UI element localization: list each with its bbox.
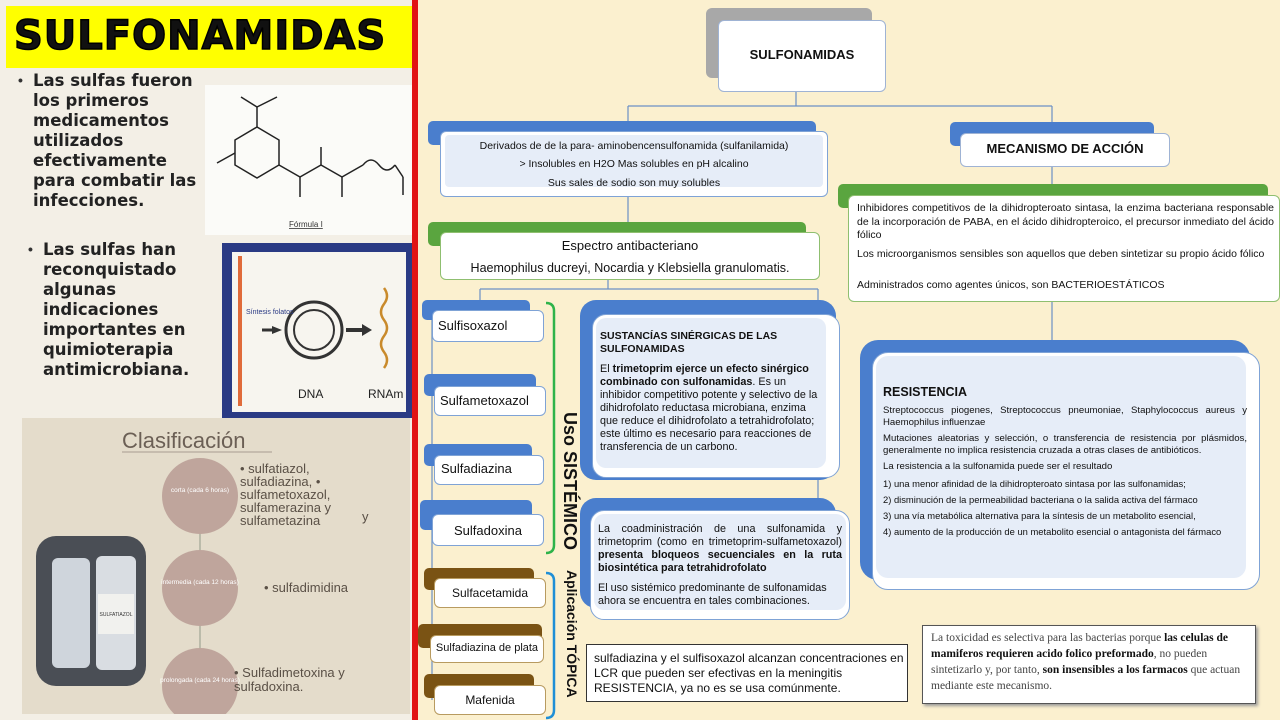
- coadmin-text-2: El uso sistémico predominante de sulfona…: [598, 582, 827, 607]
- classification-image: Clasificación corta (cada 6 horas) inter…: [22, 418, 410, 720]
- mecanismo-body-node: [848, 195, 1280, 302]
- dna-outer-ring: [284, 300, 344, 360]
- root-node: [718, 20, 886, 92]
- topical-prefix: Aplicación: [564, 570, 580, 645]
- vial-label: SULFATIAZOL: [100, 612, 133, 618]
- coadmin-inner: [594, 514, 846, 610]
- systemic-use-main: SISTÉMICO: [560, 451, 580, 551]
- topical-bracket: [545, 571, 556, 720]
- derivados-line-3: Sus sales de sodio son muy solubles: [547, 177, 721, 189]
- resistencia-mutations: Mutaciones aleatorias y selección, o tra…: [883, 433, 1247, 456]
- topical-application-label: Aplicación TÓPICA: [560, 570, 580, 720]
- bullet-dot: •: [18, 72, 23, 88]
- toxicidad-text: La toxicidad es selectiva para las bacte…: [931, 630, 1249, 694]
- sinergicas-title: SUSTANCÍAS SINÉRGICAS DE LAS SULFONAMIDA…: [600, 330, 778, 355]
- derivados-line-2: > Insolubles en H2O Mas solubles en pH a…: [519, 158, 749, 170]
- toxicidad-highlight-2: son insensibles a los farmacos: [1042, 664, 1188, 676]
- systemic-bracket: [545, 301, 556, 555]
- sinergicas-highlight: trimetoprim ejerce un efecto sinérgico c…: [600, 363, 809, 388]
- long-duration-drugs: • Sulfadimetoxina y sulfadoxina.: [234, 665, 345, 694]
- drug-label-mafenida: Mafenida: [465, 693, 515, 707]
- resistencia-item-3: 3) una vía metabólica alternativa para l…: [883, 510, 1196, 521]
- sinergicas-body: . Es un inhibidor competitivo potente y …: [600, 376, 818, 453]
- dna-diagram-image: Síntesis folatos DNA RNAm: [232, 252, 406, 412]
- arrow-icon: [272, 326, 282, 334]
- mecanismo-text-2: Los microorganismos sensibles son aquell…: [857, 248, 1265, 260]
- bullet-first-medications: Las sulfas fueron los primeros medicamen…: [33, 71, 197, 210]
- derivados-inner: [445, 135, 823, 187]
- drug-label-sulfadoxina: Sulfadoxina: [454, 523, 522, 538]
- topical-main: TÓPICA: [564, 644, 580, 698]
- resistencia-inner: [876, 356, 1246, 578]
- drug-node-sulfacetamida: [434, 578, 546, 608]
- synthesis-folate-label: Síntesis folatos: [246, 309, 294, 316]
- classification-title: Clasificación: [122, 428, 246, 453]
- bullet-reconquered-indications: Las sulfas han reconquistado algunas ind…: [43, 240, 190, 379]
- conjunction-text: y: [362, 509, 369, 524]
- resistencia-result-intro: La resistencia a la sulfonamida puede se…: [883, 461, 1113, 472]
- drug-label-sulfadiazina-plata: Sulfadiazina de plata: [435, 642, 539, 654]
- toxicidad-box: [922, 625, 1256, 704]
- toxicidad-part-5: que actuan mediante este mecanismo.: [931, 664, 1241, 692]
- rna-strand: [379, 287, 389, 369]
- resistencia-item-1: 1) una menor afinidad de la dihidroptero…: [883, 478, 1186, 489]
- mecanismo-text-1: Inhibidores competitivos de la dihidropt…: [857, 202, 1274, 241]
- sinergicas-text: El trimetoprim ejerce un efecto sinérgic…: [600, 363, 826, 454]
- long-duration-label: prolongada (cada 24 horas): [160, 677, 240, 684]
- root-node-label: SULFONAMIDAS: [749, 47, 855, 62]
- espectro-title: Espectro antibacteriano: [561, 238, 699, 253]
- title-banner: [6, 6, 412, 68]
- drug-label-sulfacetamida: Sulfacetamida: [451, 586, 529, 600]
- intermediate-duration-label: intermedia (cada 12 horas): [161, 579, 239, 586]
- dna-inner-ring: [293, 309, 335, 351]
- intermediate-duration-circle: [162, 550, 238, 626]
- long-duration-circle: [162, 648, 238, 720]
- short-duration-drugs: • sulfatiazol, sulfadiazina, • sulfameto…: [240, 461, 332, 528]
- short-duration-circle: [162, 458, 238, 534]
- toxicidad-part-3: , no pueden sintetizarlo y, por tanto,: [931, 648, 1208, 676]
- mecanismo-title: MECANISMO DE ACCIÓN: [986, 141, 1144, 156]
- dna-label: DNA: [298, 387, 323, 401]
- drug-node-sulfadiazina-plata: [430, 635, 544, 663]
- arrow-icon: [362, 324, 372, 336]
- espectro-organisms: Haemophilus ducreyi, Nocardia y Klebsiel…: [470, 261, 790, 275]
- slide-title: SULFONAMIDAS: [13, 12, 387, 60]
- derivados-line-1: Derivados de de la para- aminobencensulf…: [479, 140, 789, 152]
- toxicidad-part-1: La toxicidad es selectiva para las bacte…: [931, 632, 1165, 644]
- structure-caption: Fórmula I: [289, 220, 323, 229]
- mecanismo-text-3: Administrados como agentes únicos, son B…: [857, 279, 1165, 291]
- lcr-note-text: sulfadiazina y el sulfisoxazol alcanzan …: [594, 651, 904, 695]
- drug-label-sulfisoxazol: Sulfisoxazol: [438, 318, 508, 333]
- coadmin-highlight: presenta bloqueos secuenciales en la rut…: [598, 549, 842, 574]
- drug-label-sulfametoxazol: Sulfametoxazol: [440, 393, 529, 408]
- drug-node-mafenida: [434, 685, 546, 715]
- diagram-edge-strip: [238, 256, 242, 406]
- mecanismo-title-node: [960, 133, 1170, 167]
- rna-label: RNAm: [368, 387, 403, 401]
- espectro-node: [440, 232, 820, 280]
- bullet-dot: •: [28, 241, 33, 257]
- drug-node-sulfadoxina: [432, 514, 544, 546]
- sinergicas-intro: El: [600, 363, 613, 375]
- resistencia-item-4: 4) aumento de la producción de un metabo…: [883, 526, 1222, 537]
- sulfonamide-structure-drawing: Fórmula I: [216, 96, 404, 229]
- coadmin-text-1: La coadministración de una sulfonamida y…: [598, 523, 842, 575]
- chemical-structure-image: Fórmula I: [205, 85, 412, 235]
- resistencia-title: RESISTENCIA: [883, 385, 968, 399]
- coadmin-plain: La coadministración de una sulfonamida y…: [598, 523, 842, 548]
- drug-node-sulfadiazina: [434, 455, 544, 485]
- systemic-use-prefix: Uso: [560, 412, 580, 452]
- sinergicas-inner: [596, 318, 826, 468]
- drug-node-sulfisoxazol: [432, 310, 544, 342]
- lcr-note-box: [586, 644, 908, 702]
- resistencia-organisms: Streptococcus piogenes, Streptococcus pn…: [883, 405, 1247, 428]
- toxicidad-highlight-1: las celulas de mamiferos requieren acido…: [931, 632, 1228, 660]
- drug-label-sulfadiazina: Sulfadiazina: [441, 461, 512, 476]
- short-duration-label: corta (cada 6 horas): [171, 487, 229, 494]
- vertical-divider: [412, 0, 418, 720]
- drug-node-sulfametoxazol: [434, 386, 546, 416]
- intermediate-duration-drugs: • sulfadimidina: [264, 580, 349, 595]
- resistencia-item-2: 2) disminución de la permeabilidad bacte…: [883, 494, 1198, 505]
